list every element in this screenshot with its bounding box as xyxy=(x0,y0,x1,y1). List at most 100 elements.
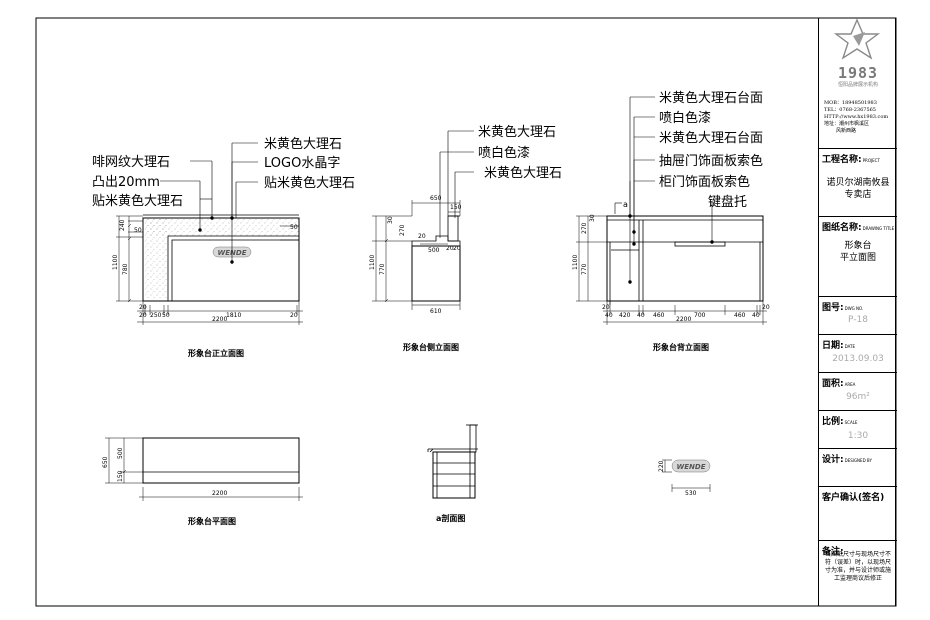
svg-text:20: 20 xyxy=(139,312,147,319)
svg-text:150: 150 xyxy=(117,470,124,482)
svg-text:150: 150 xyxy=(450,204,462,211)
svg-text:420: 420 xyxy=(619,312,631,319)
svg-text:20: 20 xyxy=(290,312,298,319)
svg-text:460: 460 xyxy=(734,312,746,319)
label-back-drawer-veneer: 抽屉门饰面板索色 xyxy=(659,153,763,169)
front-elevation-title: 形象台正立面图 xyxy=(188,348,244,358)
label-side-beige-marble-top: 米黄色大理石 xyxy=(478,124,556,140)
logo-detail-dims: 220 530 xyxy=(658,460,697,497)
svg-text:1100: 1100 xyxy=(112,255,119,270)
drawing-number-section: 图号:DWG NO. P-18 xyxy=(819,296,897,334)
svg-text:30: 30 xyxy=(589,214,596,222)
svg-text:780: 780 xyxy=(122,263,129,275)
svg-text:20: 20 xyxy=(446,245,454,252)
label-back-countertop-1: 米黄色大理石台面 xyxy=(659,90,763,106)
area-value: 96m² xyxy=(846,392,870,402)
svg-text:460: 460 xyxy=(653,312,665,319)
svg-text:50: 50 xyxy=(162,312,170,319)
label-side-beige-marble: 米黄色大理石 xyxy=(484,165,562,181)
logo-detail: WENDE xyxy=(662,459,711,492)
logo-subtitle: 恒阳品牌展示机构 xyxy=(837,82,878,88)
plan-dims: 650 500 150 2200 xyxy=(102,447,227,497)
svg-text:50: 50 xyxy=(134,227,142,234)
svg-text:20: 20 xyxy=(762,304,770,311)
project-section: 工程名称:PROJECT 诺贝尔湖南攸县 专卖店 xyxy=(819,148,897,216)
label-logo-crystal: LOGO水晶字 xyxy=(264,156,340,171)
drawing-number: P-18 xyxy=(848,315,868,325)
svg-text:20: 20 xyxy=(418,233,426,240)
svg-text:530: 530 xyxy=(685,490,697,497)
label-beige-marble-left: 贴米黄色大理石 xyxy=(92,193,183,209)
side-elevation-title: 形象台侧立面图 xyxy=(403,342,459,352)
back-elevation-title: 形象台背立面图 xyxy=(653,342,709,352)
back-elevation xyxy=(576,96,767,325)
svg-text:20: 20 xyxy=(602,304,610,311)
svg-text:50: 50 xyxy=(290,224,298,231)
plan-view-title: 形象台平面图 xyxy=(188,516,236,526)
label-beige-marble: 米黄色大理石 xyxy=(264,136,342,152)
company-logo: 1983 恒阳品牌展示机构 xyxy=(819,18,897,114)
plan-view xyxy=(105,437,303,501)
svg-text:770: 770 xyxy=(379,263,386,275)
svg-text:40: 40 xyxy=(605,312,613,319)
designer-section: 设计:DESIGNED BY xyxy=(819,448,897,486)
back-labels: 米黄色大理石台面 喷白色漆 米黄色大理石台面 抽屉门饰面板索色 柜门饰面板索色 … xyxy=(659,90,763,210)
label-protrude: 凸出20mm xyxy=(92,175,160,190)
svg-text:500: 500 xyxy=(428,247,440,254)
front-elevation: WENDE xyxy=(116,142,303,325)
section-mark-a: a xyxy=(623,200,628,209)
drawing-date: 2013.09.03 xyxy=(832,354,884,364)
front-dims: 240 50 50 1100 780 20 20 250 50 1810 20 … xyxy=(112,219,298,323)
scale-section: 比例:SCALE 1:30 xyxy=(819,410,897,448)
star-logo-icon xyxy=(833,18,881,60)
notes-text: 当图纸尺寸与现场尺寸不符（误差）时，以现场尺寸为准，并与设计师或施工监理商议后修… xyxy=(824,551,891,582)
logo-number: 1983 xyxy=(837,64,879,82)
label-back-countertop-2: 米黄色大理石台面 xyxy=(659,130,763,146)
svg-text:270: 270 xyxy=(581,222,588,234)
svg-text:650: 650 xyxy=(430,195,442,202)
svg-text:270: 270 xyxy=(399,224,406,236)
svg-text:250: 250 xyxy=(150,312,162,319)
front-labels: 啡网纹大理石 凸出20mm 贴米黄色大理石 米黄色大理石 LOGO水晶字 贴米黄… xyxy=(92,136,355,209)
svg-text:2200: 2200 xyxy=(676,316,691,323)
label-back-door-veneer: 柜门饰面板索色 xyxy=(659,174,750,190)
label-beige-marble-right: 贴米黄色大理石 xyxy=(264,175,355,191)
client-signature-label: 客户确认(签名) xyxy=(822,493,885,503)
svg-text:1100: 1100 xyxy=(572,255,579,270)
label-side-white-paint: 喷白色漆 xyxy=(478,145,530,161)
svg-text:40: 40 xyxy=(752,312,760,319)
label-coffee-marble: 啡网纹大理石 xyxy=(92,155,170,170)
back-dims: a 30 270 1100 770 20 40 420 40 460 700 4… xyxy=(572,200,770,323)
svg-text:40: 40 xyxy=(637,312,645,319)
svg-text:770: 770 xyxy=(581,263,588,275)
title-block: 1983 恒阳品牌展示机构 MOB：18948501983 TEL：0768-2… xyxy=(818,18,897,606)
svg-text:1810: 1810 xyxy=(226,312,241,319)
drawing-name: 形象台 平立面图 xyxy=(839,241,876,263)
section-a xyxy=(427,424,478,499)
side-elevation xyxy=(372,130,474,310)
side-labels: 米黄色大理石 喷白色漆 米黄色大理石 xyxy=(478,124,562,181)
label-back-keyboard-tray: 键盘托 xyxy=(708,194,747,210)
notes-label: 备注: xyxy=(822,547,844,557)
svg-text:240: 240 xyxy=(119,219,126,231)
svg-text:2200: 2200 xyxy=(212,316,227,323)
svg-text:220: 220 xyxy=(658,460,665,472)
label-back-white-paint: 喷白色漆 xyxy=(659,110,711,126)
svg-text:30: 30 xyxy=(387,216,394,224)
svg-text:20: 20 xyxy=(139,304,147,311)
scale-value: 1:30 xyxy=(847,431,869,441)
svg-text:20: 20 xyxy=(453,245,461,252)
section-a-title: a剖面图 xyxy=(436,513,465,523)
notes-section: 备注: xyxy=(819,540,897,606)
side-dims: 650 150 30 270 20 500 20 20 1100 770 610 xyxy=(369,195,462,315)
svg-text:500: 500 xyxy=(117,447,124,459)
date-section: 日期:DATE 2013.09.03 xyxy=(819,334,897,372)
project-name: 诺贝尔湖南攸县 专卖店 xyxy=(826,178,890,200)
area-section: 面积:AREA 96m² xyxy=(819,372,897,410)
sheet-border xyxy=(35,17,897,607)
svg-text:650: 650 xyxy=(102,456,109,468)
client-section: 客户确认(签名) xyxy=(819,486,897,540)
drawing-title-section: 图纸名称:DRAWING TITLE 形象台 平立面图 xyxy=(819,216,897,296)
svg-text:610: 610 xyxy=(430,308,442,315)
